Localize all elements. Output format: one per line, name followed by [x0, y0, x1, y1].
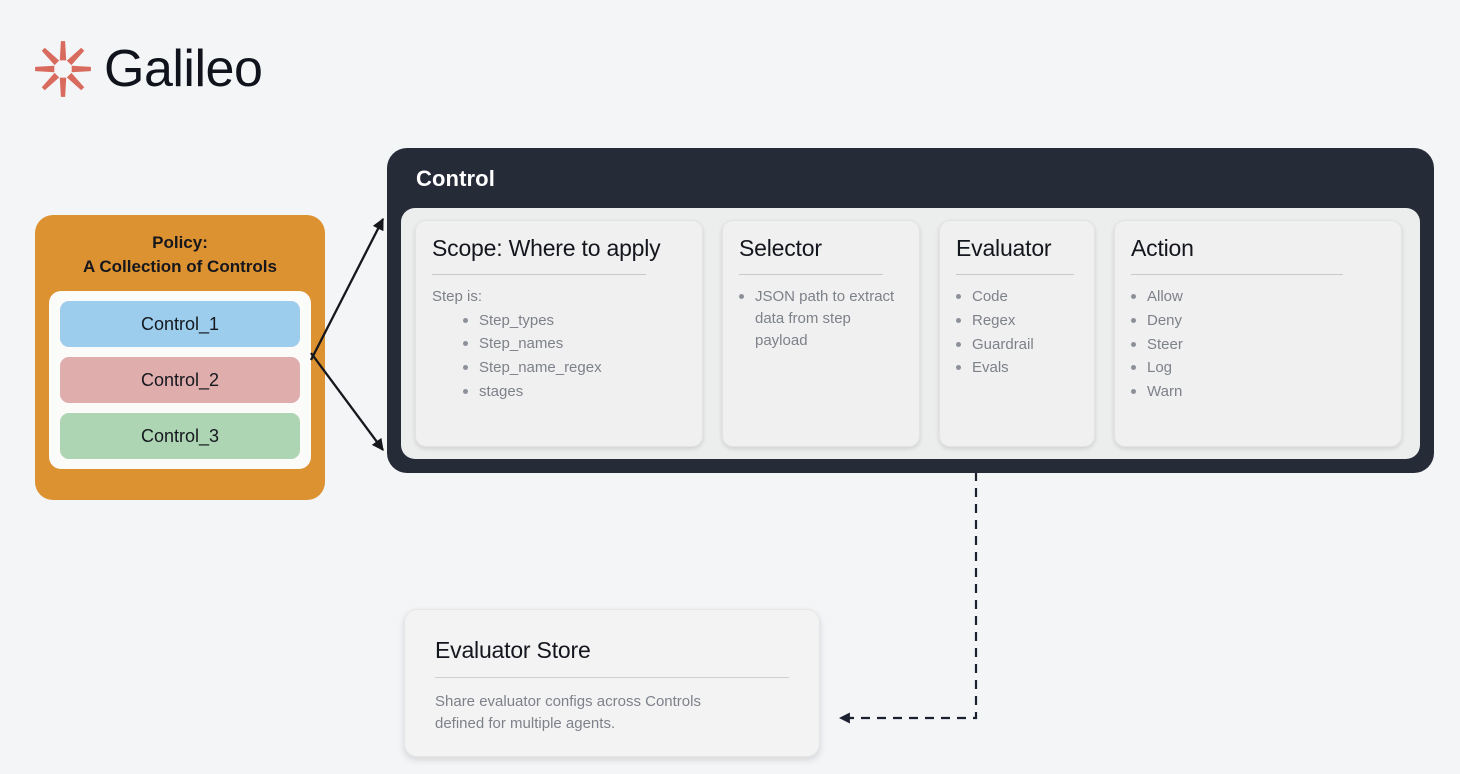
control-chip-3[interactable]: Control_3 — [60, 413, 300, 460]
control-panel-title: Control — [416, 166, 495, 191]
evaluator-store-description: Share evaluator configs across Controls … — [435, 691, 789, 735]
policy-title-line-1: Policy: — [152, 233, 208, 252]
list-item: Log — [1131, 357, 1385, 379]
card-scope-divider — [432, 273, 646, 275]
list-item: Steer — [1131, 334, 1385, 356]
evaluator-store-card[interactable]: Evaluator Store Share evaluator configs … — [404, 609, 820, 757]
galileo-starburst-icon — [35, 41, 91, 97]
card-evaluator-divider — [956, 273, 1074, 275]
card-evaluator-list: Code Regex Guardrail Evals — [956, 286, 1078, 382]
card-action-divider — [1131, 273, 1343, 275]
control-panel-inner: Scope: Where to apply Step is: Step_type… — [401, 208, 1420, 459]
policy-box: Policy: A Collection of Controls Control… — [35, 215, 325, 500]
list-item: Step_names — [463, 333, 686, 355]
controls-list: Control_1 Control_2 Control_3 — [49, 291, 311, 470]
control-chip-1[interactable]: Control_1 — [60, 301, 300, 348]
list-item: Allow — [1131, 286, 1385, 308]
card-selector-divider — [739, 273, 883, 275]
list-item: stages — [463, 381, 686, 403]
list-item: Evals — [956, 357, 1078, 379]
evaluator-store-title: Evaluator Store — [435, 637, 591, 663]
card-action[interactable]: Action Allow Deny Steer Log Warn — [1114, 220, 1402, 447]
policy-title: Policy: A Collection of Controls — [49, 231, 311, 279]
card-selector-list: JSON path to extract data from step payl… — [739, 286, 903, 354]
card-scope-list: Step_types Step_names Step_name_regex st… — [432, 310, 686, 406]
control-chip-2-label: Control_2 — [140, 369, 220, 390]
list-item: Code — [956, 286, 1078, 308]
control-panel: Control Scope: Where to apply Step is: S… — [387, 148, 1434, 473]
list-item: Warn — [1131, 381, 1385, 403]
list-item: JSON path to extract data from step payl… — [739, 286, 903, 352]
arrow-evaluator-to-store — [838, 440, 978, 724]
card-selector-title: Selector — [739, 235, 822, 261]
evaluator-store-description-line-2: defined for multiple agents. — [435, 715, 616, 733]
list-item: Step_name_regex — [463, 357, 686, 379]
brand-name: Galileo — [104, 40, 263, 98]
card-scope-lead: Step is: — [432, 287, 483, 305]
list-item: Guardrail — [956, 334, 1078, 356]
card-action-list: Allow Deny Steer Log Warn — [1131, 286, 1385, 405]
card-selector[interactable]: Selector JSON path to extract data from … — [722, 220, 920, 447]
control-chip-2[interactable]: Control_2 — [60, 357, 300, 404]
card-evaluator-title: Evaluator — [956, 235, 1052, 261]
card-action-title: Action — [1131, 235, 1194, 261]
evaluator-store-divider — [435, 677, 789, 679]
list-item: Regex — [956, 310, 1078, 332]
card-evaluator[interactable]: Evaluator Code Regex Guardrail Evals — [939, 220, 1095, 447]
list-item: Deny — [1131, 310, 1385, 332]
list-item: Step_types — [463, 310, 686, 332]
card-scope-title: Scope: Where to apply — [432, 235, 661, 261]
card-scope[interactable]: Scope: Where to apply Step is: Step_type… — [415, 220, 703, 447]
policy-title-line-2: A Collection of Controls — [83, 257, 277, 277]
brand-logo: Galileo — [32, 38, 263, 100]
control-chip-3-label: Control_3 — [140, 425, 220, 446]
control-chip-1-label: Control_1 — [140, 313, 220, 334]
evaluator-store-description-line-1: Share evaluator configs across Controls — [435, 693, 701, 711]
